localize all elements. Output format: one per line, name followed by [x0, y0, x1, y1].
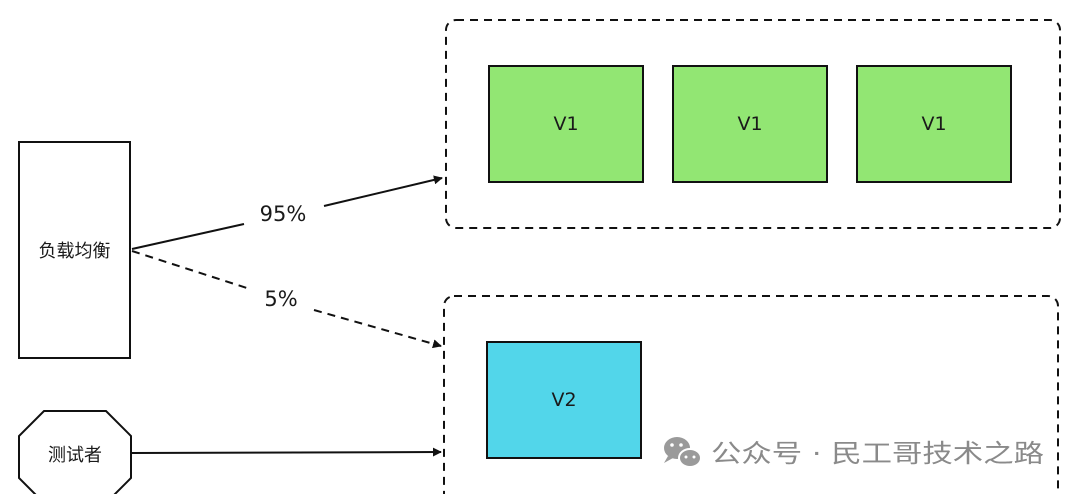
tester-label: 测试者 — [48, 445, 102, 466]
v1-node-label: V1 — [553, 113, 578, 135]
edge-tester-to-v2 — [131, 447, 442, 457]
v1-node: V1 — [856, 65, 1012, 183]
edge-to-v2: 5% — [131, 250, 442, 349]
load-balancer-label: 负载均衡 — [39, 241, 111, 262]
v2-node: V2 — [486, 341, 642, 459]
v1-node-label: V1 — [921, 113, 946, 135]
v1-node: V1 — [672, 65, 828, 183]
load-balancer-node: 负载均衡 — [18, 141, 131, 359]
v1-node-label: V1 — [737, 113, 762, 135]
wechat-icon — [664, 437, 702, 468]
edge-label-95: 95% — [260, 202, 307, 226]
edge-label-5: 5% — [264, 287, 297, 311]
edge-to-v1: 95% — [131, 175, 443, 250]
v2-group-container — [443, 295, 1059, 494]
v2-node-label: V2 — [551, 389, 576, 411]
watermark: 公众号 · 民工哥技术之路 — [664, 437, 1044, 468]
watermark-text: 公众号 · 民工哥技术之路 — [711, 439, 1044, 468]
v1-node: V1 — [488, 65, 644, 183]
v1-group-container — [445, 19, 1061, 229]
tester-node: 测试者 — [18, 410, 132, 494]
